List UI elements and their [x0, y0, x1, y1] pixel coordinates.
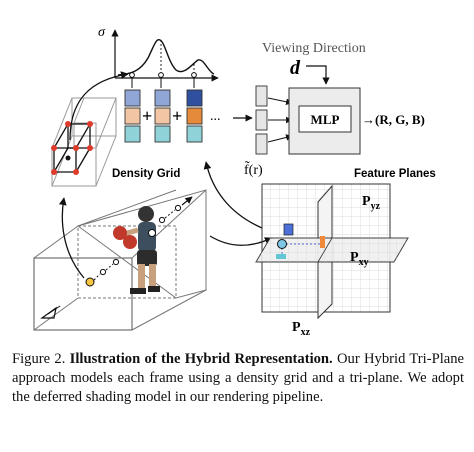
- plus-sign-1: +: [142, 106, 152, 126]
- ellipsis: ...: [210, 109, 221, 124]
- f-r-label: f̃(r): [244, 161, 263, 178]
- sigma-label: σ: [98, 25, 106, 40]
- feature-planes: [255, 183, 409, 320]
- scene-cube: [33, 189, 207, 331]
- density-grid-cube: [51, 97, 117, 187]
- feature-planes-label: Feature Planes: [354, 168, 436, 180]
- hybrid-representation-figure: σ + + ... f̃(r): [33, 25, 436, 338]
- camera-ray: [40, 196, 193, 319]
- density-grid-label: Density Grid: [112, 168, 180, 180]
- caption-body: Our Hybrid Tri-Plane approach models eac…: [12, 351, 464, 405]
- figure-caption: Figure 2. Illustration of the Hybrid Rep…: [12, 350, 464, 407]
- viewing-direction-label: Viewing Direction: [262, 41, 366, 56]
- feature-vectors: [124, 89, 203, 143]
- plane-label-xy: Pxy: [350, 250, 369, 268]
- rgb-output: →(R, G, B): [362, 112, 425, 127]
- plane-label-xz: Pxz: [292, 320, 311, 338]
- density-curve: [117, 39, 215, 76]
- mlp-label: MLP: [311, 112, 340, 127]
- plane-label-yz: Pyz: [362, 194, 381, 212]
- density-plot: σ: [98, 25, 219, 88]
- plus-sign-2: +: [172, 106, 182, 126]
- boxer-figure: [113, 206, 160, 294]
- caption-title: Illustration of the Hybrid Representatio…: [69, 351, 333, 367]
- accumulated-feature: [255, 85, 268, 155]
- grid-vertices: [51, 121, 93, 175]
- mlp-block: MLP: [288, 87, 361, 155]
- d-label: d: [290, 57, 301, 79]
- caption-number: Figure 2.: [12, 351, 66, 367]
